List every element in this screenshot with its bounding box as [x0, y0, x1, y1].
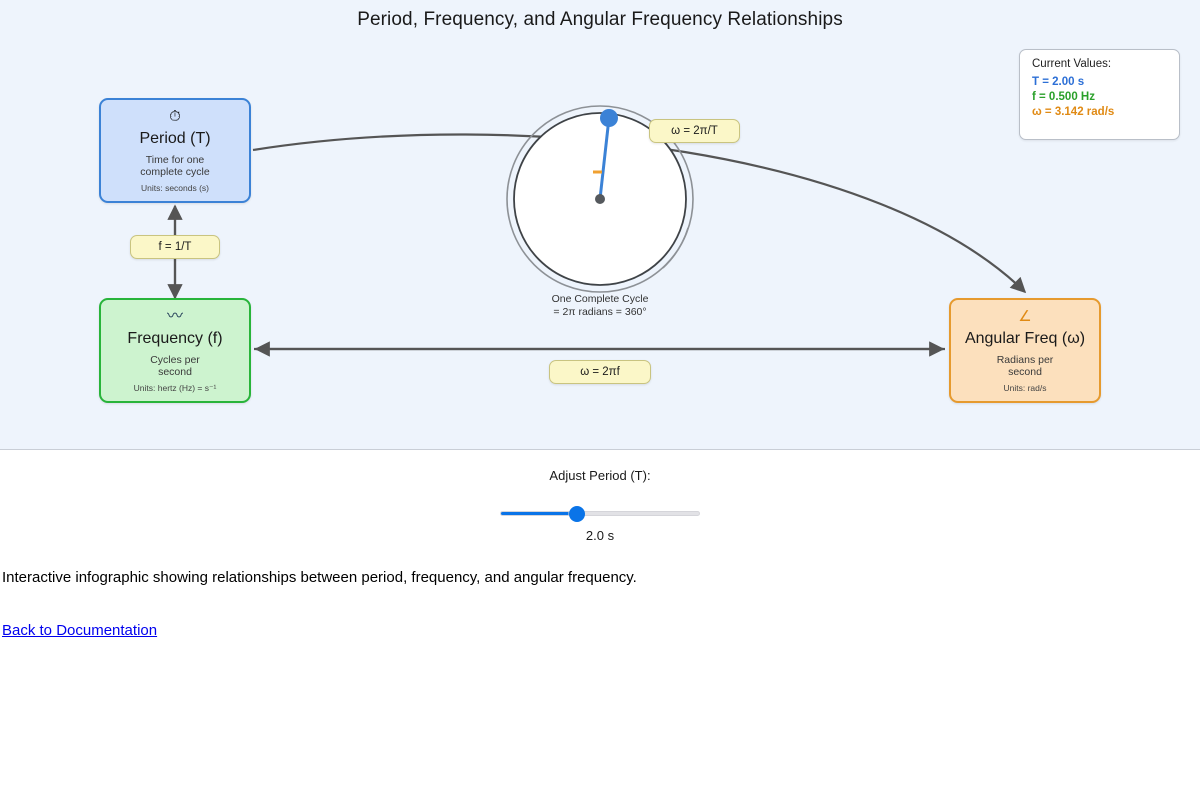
page-title: Period, Frequency, and Angular Frequency…: [357, 9, 843, 30]
cycle-caption: One Complete Cycle = 2π radians = 360°: [500, 293, 700, 319]
concept-box-period[interactable]: ⏱ Period (T) Time for one complete cycle…: [99, 98, 251, 203]
rotor-radius-line: [598, 117, 611, 200]
concept-units-frequency: Units: hertz (Hz) = s⁻¹: [133, 383, 217, 393]
concept-title-frequency: Frequency (f): [127, 330, 223, 347]
stopwatch-icon: ⏱: [169, 108, 181, 125]
diagram-connectors: [167, 105, 1027, 357]
concept-desc-angular-line1: Radians per: [996, 354, 1054, 366]
angle-icon: ∠: [1018, 308, 1032, 325]
concept-desc-frequency-line2: second: [158, 366, 192, 378]
current-value-period: T = 2.00 s: [1032, 76, 1085, 88]
cycle-caption-line2: = 2π radians = 360°: [553, 306, 647, 318]
slider-label: Adjust Period (T):: [549, 468, 651, 483]
concept-units-angular: Units: rad/s: [1003, 383, 1047, 393]
current-value-frequency: f = 0.500 Hz: [1032, 91, 1095, 103]
current-values-heading: Current Values:: [1032, 58, 1112, 70]
rotor-center-dot: [595, 194, 605, 204]
concept-title-angular-frequency: Angular Freq (ω): [964, 330, 1086, 347]
current-values-panel: Current Values: T = 2.00 s f = 0.500 Hz …: [1019, 49, 1180, 140]
concept-desc-frequency-line1: Cycles per: [150, 354, 200, 366]
formula-omega-from-frequency: ω = 2πf: [549, 360, 651, 384]
arrow-period-to-angular: [252, 133, 1027, 294]
formula-omega-from-period: ω = 2π/T: [649, 119, 740, 143]
infographic-caption: Interactive infographic showing relation…: [2, 569, 637, 586]
current-value-angular-frequency: ω = 3.142 rad/s: [1032, 106, 1115, 118]
concept-box-angular-frequency[interactable]: ∠ Angular Freq (ω) Radians per second Un…: [949, 298, 1101, 403]
slider-row: [0, 505, 1200, 523]
formula-f-from-period: f = 1/T: [130, 235, 220, 259]
concept-box-frequency[interactable]: 〰 Frequency (f) Cycles per second Units:…: [99, 298, 251, 403]
rotor-dot: [600, 109, 618, 127]
controls-section: Adjust Period (T): 2.0 s: [0, 450, 1200, 543]
slider-value-readout: 2.0 s: [585, 528, 615, 543]
period-slider[interactable]: [500, 511, 700, 517]
cycle-diagram: [506, 105, 694, 293]
cycle-caption-line1: One Complete Cycle: [551, 293, 649, 305]
concept-desc-period-line2: complete cycle: [140, 166, 210, 178]
concept-desc-period-line1: Time for one: [145, 154, 205, 166]
infographic-panel: Period, Frequency, and Angular Frequency…: [0, 0, 1200, 450]
concept-units-period: Units: seconds (s): [140, 183, 210, 193]
back-to-documentation-link[interactable]: Back to Documentation: [2, 622, 158, 639]
wave-icon: 〰: [166, 308, 183, 325]
concept-desc-angular-line2: second: [1008, 366, 1042, 378]
footer-section: Interactive infographic showing relation…: [0, 569, 1200, 640]
concept-title-period: Period (T): [139, 130, 211, 147]
